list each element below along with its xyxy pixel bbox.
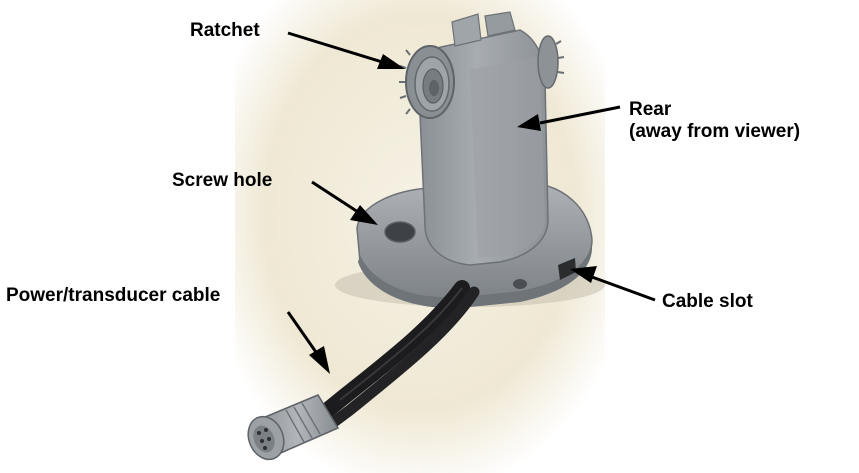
cable-slot (558, 258, 576, 280)
cable-plug (247, 394, 340, 461)
arrow-rear (517, 105, 621, 131)
arrow-ratchet (287, 31, 405, 69)
label-ratchet: Ratchet (190, 20, 260, 41)
base-rim (358, 240, 592, 309)
label-power-cable: Power/transducer cable (6, 285, 221, 306)
ratchet-right (537, 35, 565, 89)
arrow-screw-hole (311, 180, 378, 225)
label-rear: Rear (629, 99, 672, 120)
label-rear-note: (away from viewer) (629, 121, 801, 142)
screw-hole (384, 221, 416, 243)
arrow-power-cable (286, 311, 330, 374)
arrow-cable-slot (570, 266, 656, 302)
ratchet (399, 45, 455, 119)
label-screw-hole: Screw hole (172, 170, 273, 191)
label-cable-slot: Cable slot (662, 291, 753, 312)
pointer-arrows (286, 31, 656, 374)
